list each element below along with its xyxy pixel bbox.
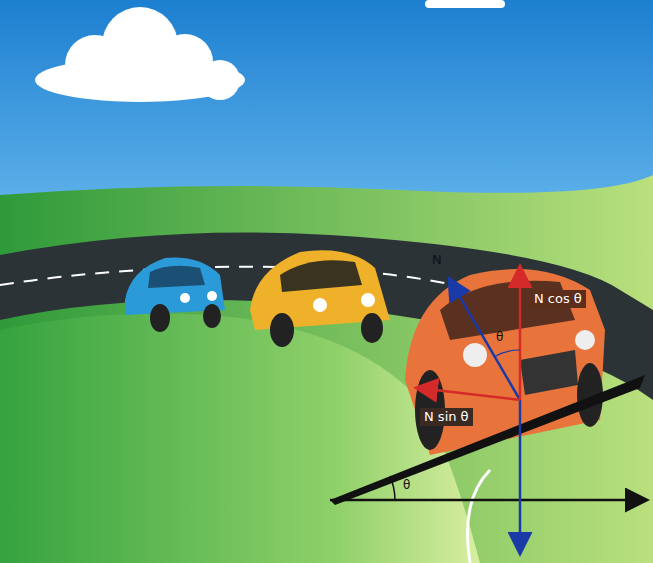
orange-car [405,269,605,455]
angle-label: θ [403,478,410,492]
force-label: N cos θ [530,290,586,308]
force-label: N sin θ [420,408,473,426]
force-label: N [432,252,442,268]
blue-car [125,258,225,332]
angle-label: θ [496,330,503,344]
yellow-car [250,250,390,347]
